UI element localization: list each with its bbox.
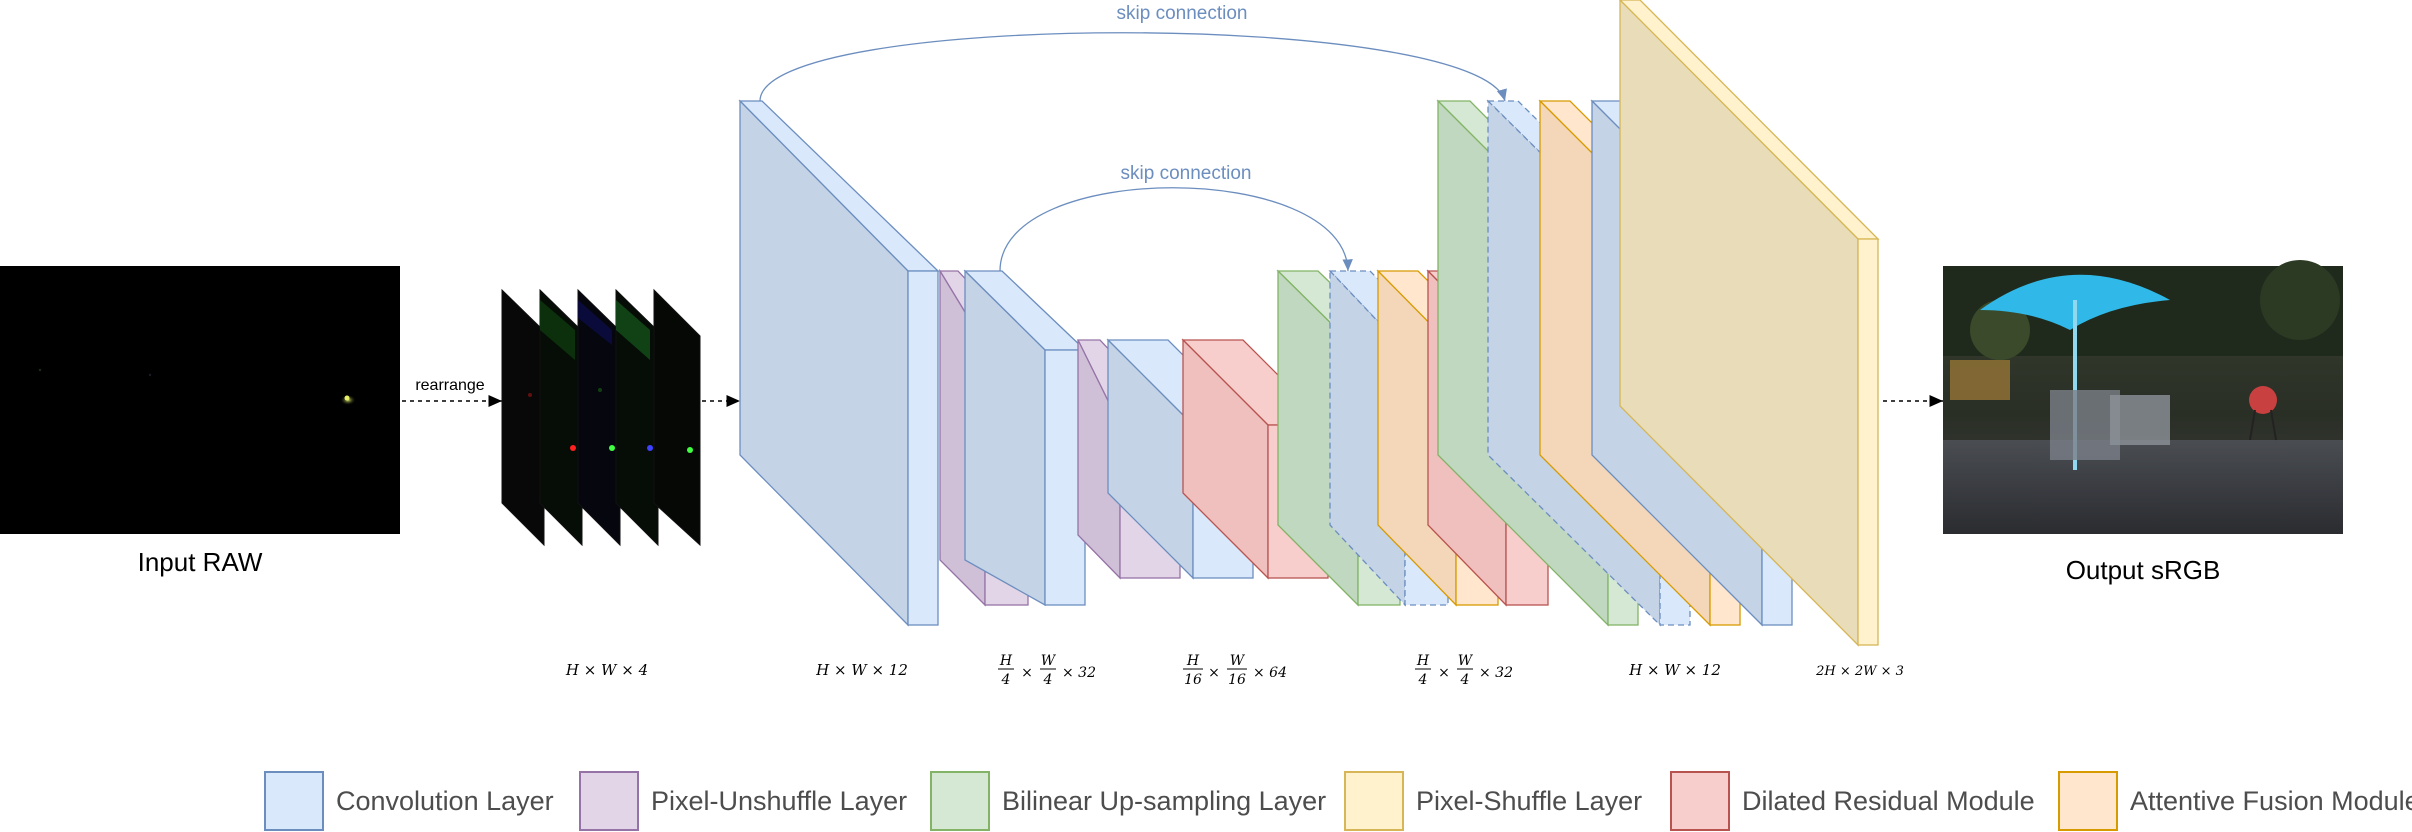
dim-label-3: H 4 × W 4 × 32: [998, 653, 1096, 688]
skip-connection-top-label: skip connection: [1117, 3, 1248, 24]
svg-text:× 32: × 32: [1062, 665, 1096, 681]
packed-raw-stack: [501, 288, 701, 547]
legend-item-dilated: Dilated Residual Module: [1670, 770, 2035, 832]
skip-connection-inner-label: skip connection: [1121, 163, 1252, 184]
legend-label-unshuffle: Pixel-Unshuffle Layer: [651, 785, 908, 816]
conv-block-2: [963, 269, 1087, 607]
rearrange-label: rearrange: [415, 377, 484, 394]
legend: Convolution Layer Pixel-Unshuffle Layer …: [0, 760, 2412, 832]
svg-text:W: W: [1041, 653, 1057, 669]
svg-text:H: H: [1416, 653, 1430, 669]
svg-text:×: ×: [1021, 665, 1033, 681]
network-diagram: Input RAW rearrange: [0, 0, 2343, 688]
dim-label-1: H × W × 4: [565, 661, 648, 679]
svg-text:4: 4: [1418, 672, 1428, 688]
legend-swatch-attentive: [2058, 771, 2118, 831]
legend-label-conv: Convolution Layer: [336, 785, 554, 816]
skip-connection-inner-arrow: [999, 187, 1353, 272]
output-srgb-image: [1943, 260, 2343, 534]
dim-label-5: H 4 × W 4 × 32: [1415, 653, 1513, 688]
legend-item-upsample: Bilinear Up-sampling Layer: [930, 770, 1326, 832]
legend-label-upsample: Bilinear Up-sampling Layer: [1002, 785, 1327, 816]
legend-swatch-shuffle: [1344, 771, 1404, 831]
svg-text:4: 4: [1043, 672, 1053, 688]
svg-text:H: H: [1186, 653, 1200, 669]
svg-text:H: H: [999, 653, 1013, 669]
legend-swatch-conv: [264, 771, 324, 831]
legend-label-dilated: Dilated Residual Module: [1742, 785, 2035, 816]
svg-text:4: 4: [1460, 672, 1470, 688]
legend-label-attentive: Attentive Fusion Module: [2130, 785, 2412, 816]
dim-label-2: H × W × 12: [815, 661, 908, 679]
legend-swatch-dilated: [1670, 771, 1730, 831]
svg-text:× 32: × 32: [1479, 665, 1513, 681]
legend-swatch-upsample: [930, 771, 990, 831]
legend-swatch-unshuffle: [579, 771, 639, 831]
output-srgb-label: Output sRGB: [2066, 555, 2221, 585]
input-raw-image: [0, 266, 400, 534]
svg-text:×: ×: [1208, 665, 1220, 681]
svg-text:W: W: [1230, 653, 1246, 669]
conv-block-1: [738, 99, 940, 627]
legend-item-shuffle: Pixel-Shuffle Layer: [1344, 770, 1642, 832]
svg-text:W: W: [1458, 653, 1474, 669]
dim-label-7: 2H × 2W × 3: [1815, 664, 1904, 679]
shuffle-block: [1619, 0, 1880, 647]
svg-text:× 64: × 64: [1253, 665, 1287, 681]
svg-text:16: 16: [1184, 672, 1202, 688]
legend-item-attentive: Attentive Fusion Module: [2058, 770, 2412, 832]
dim-label-4: H 16 × W 16 × 64: [1183, 653, 1287, 688]
svg-text:×: ×: [1438, 665, 1450, 681]
legend-item-unshuffle: Pixel-Unshuffle Layer: [579, 770, 907, 832]
svg-text:16: 16: [1228, 672, 1246, 688]
svg-text:4: 4: [1001, 672, 1011, 688]
skip-connection-top-arrow: [759, 32, 1507, 102]
legend-label-shuffle: Pixel-Shuffle Layer: [1416, 785, 1643, 816]
dim-label-6: H × W × 12: [1628, 661, 1721, 679]
input-raw-label: Input RAW: [138, 547, 263, 577]
legend-item-conv: Convolution Layer: [264, 770, 554, 832]
